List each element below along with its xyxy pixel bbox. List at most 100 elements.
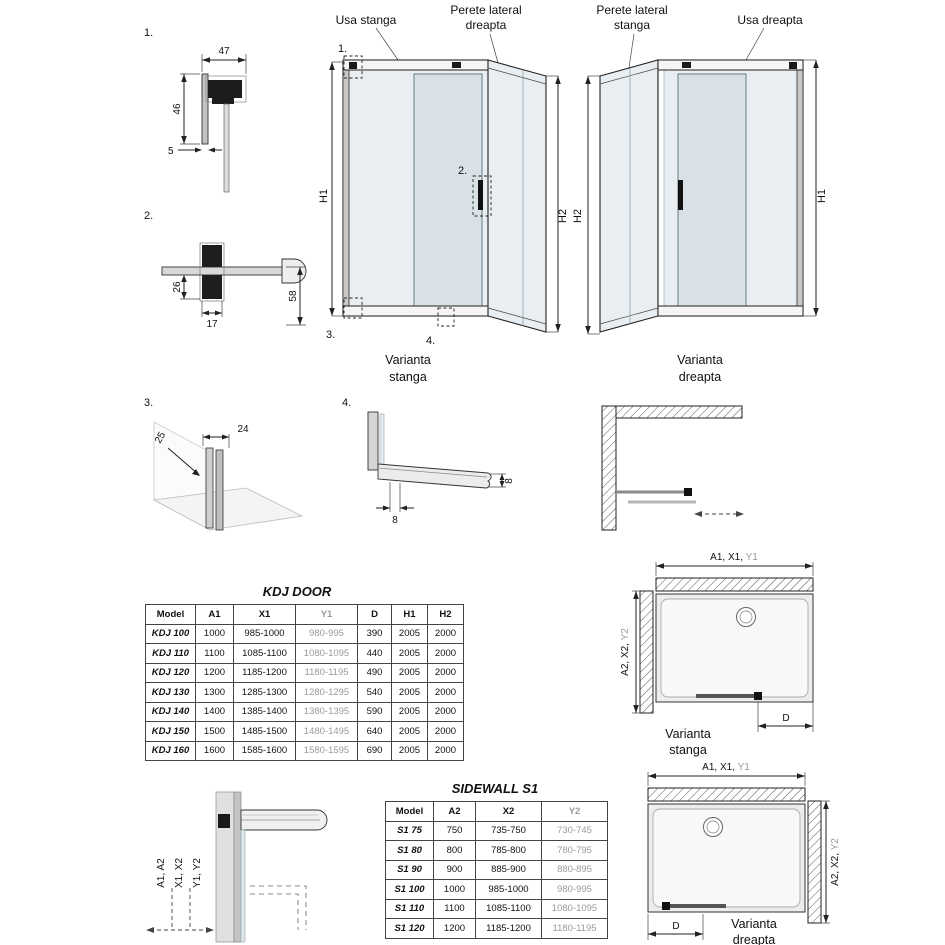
table-cell: 1500 [195, 721, 234, 742]
table-cell: 780-795 [541, 840, 608, 861]
top-labels: Usa stanga Perete lateral dreapta [336, 3, 522, 93]
detail-1-number: 1. [144, 27, 153, 39]
table-cell: 490 [357, 662, 392, 683]
dim-58: 58 [286, 266, 306, 326]
table-cell: 1480-1495 [295, 721, 358, 742]
callout-4: 4. [426, 335, 435, 347]
column-header: Model [385, 801, 434, 822]
table-cell: 985-1000 [475, 879, 542, 900]
table-cell: 1180-1195 [541, 918, 608, 939]
table-cell: 1085-1100 [233, 643, 296, 664]
variant-caption: stanga [389, 370, 427, 384]
detail-2-drawing: 2. 26 17 [144, 210, 307, 330]
reference-labels: A1, A2 X1, X2 Y1, Y2 [156, 858, 203, 888]
a1-a2-label: A1, A2 [156, 858, 167, 888]
dim-value: 8 [392, 515, 398, 526]
table-cell: 1185-1200 [475, 918, 542, 939]
perete-lateral-label: Perete lateral [450, 3, 521, 17]
dim-46: 46 [172, 73, 200, 145]
table-cell: 750 [433, 820, 476, 841]
door-profile [367, 411, 379, 471]
table-cell: KDJ 130 [145, 682, 196, 703]
table-cell: 1180-1195 [295, 662, 358, 683]
detail-4-number: 4. [342, 397, 351, 409]
h1-dimension: H1 [318, 61, 344, 317]
table-cell: 2000 [427, 701, 464, 722]
sidewall-table-title: SIDEWALL S1 [451, 781, 539, 796]
dim-5: 5 [168, 146, 222, 157]
corner-profile-outline [250, 893, 299, 930]
elevation-right-drawing: Perete lateral stanga Usa dreapta H2 [572, 3, 828, 384]
table-cell: 1400 [195, 701, 234, 722]
variant-caption: dreapta [679, 370, 721, 384]
roller-block [202, 245, 222, 267]
table-cell: 1000 [195, 623, 234, 644]
top-rail [657, 59, 804, 71]
table-cell: 1485-1500 [233, 721, 296, 742]
detail-3-number: 3. [144, 397, 153, 409]
dim-value: 5 [168, 146, 174, 157]
column-header: Y2 [541, 801, 608, 822]
rail-section [161, 242, 307, 302]
table-cell: 1200 [433, 918, 476, 939]
table-cell: 1300 [195, 682, 234, 703]
dim-17: 17 [201, 301, 223, 330]
x1-x2-label: X1, X2 [174, 858, 185, 888]
h2-label: H2 [557, 209, 568, 223]
h1-dimension: H1 [803, 59, 828, 317]
table-cell: S1 75 [385, 820, 434, 841]
perete-lateral-label: Perete lateral [596, 3, 667, 17]
kdj-table-title: KDJ DOOR [262, 584, 332, 599]
callout-2: 2. [458, 165, 467, 177]
drain-circle [739, 610, 753, 624]
usa-stanga-label: Usa stanga [336, 13, 397, 27]
hatched-wall [601, 405, 617, 531]
table-cell: 1080-1095 [295, 643, 358, 664]
dim-value: 24 [237, 424, 249, 435]
variant-caption: stanga [669, 743, 707, 757]
depth-dimension: A2, X2, Y2 [620, 590, 640, 714]
sliding-door-plan [616, 488, 696, 504]
table-cell: 2005 [391, 643, 428, 664]
table-cell: 985-1000 [233, 623, 296, 644]
table-cell: 2005 [391, 682, 428, 703]
dim-value: 58 [288, 290, 299, 302]
rail-bracket [789, 62, 797, 69]
hatched-wall [655, 577, 814, 592]
profile-section [201, 73, 247, 193]
perete-lateral-label: stanga [614, 18, 650, 32]
table-cell: 1285-1300 [233, 682, 296, 703]
table-cell: 1380-1395 [295, 701, 358, 722]
table-cell: 1200 [195, 662, 234, 683]
table-cell: 640 [357, 721, 392, 742]
section-detail-drawing: A1, A2 X1, X2 Y1, Y2 [146, 791, 328, 943]
table-cell: S1 90 [385, 859, 434, 880]
table-cell: 690 [357, 740, 392, 761]
detail-3-drawing: 3. 24 25 [144, 397, 304, 531]
table-cell: 2005 [391, 623, 428, 644]
table-header-row: Model A1 X1 Y1 D H1 H2 [145, 604, 464, 625]
table-cell: 900 [433, 859, 476, 880]
callout-3: 3. [326, 329, 335, 341]
dim-value: 17 [206, 319, 218, 330]
h2-dimension: H2 [572, 75, 600, 335]
table-cell: 1000 [433, 879, 476, 900]
dim-value: 47 [218, 46, 230, 57]
hatched-wall [807, 800, 822, 924]
column-header: Model [145, 604, 196, 625]
rail-bracket [349, 62, 357, 69]
table-cell: 880-895 [541, 859, 608, 880]
table-cell: 1100 [433, 898, 476, 919]
table-cell: 2000 [427, 740, 464, 761]
bottom-profile [215, 449, 224, 531]
